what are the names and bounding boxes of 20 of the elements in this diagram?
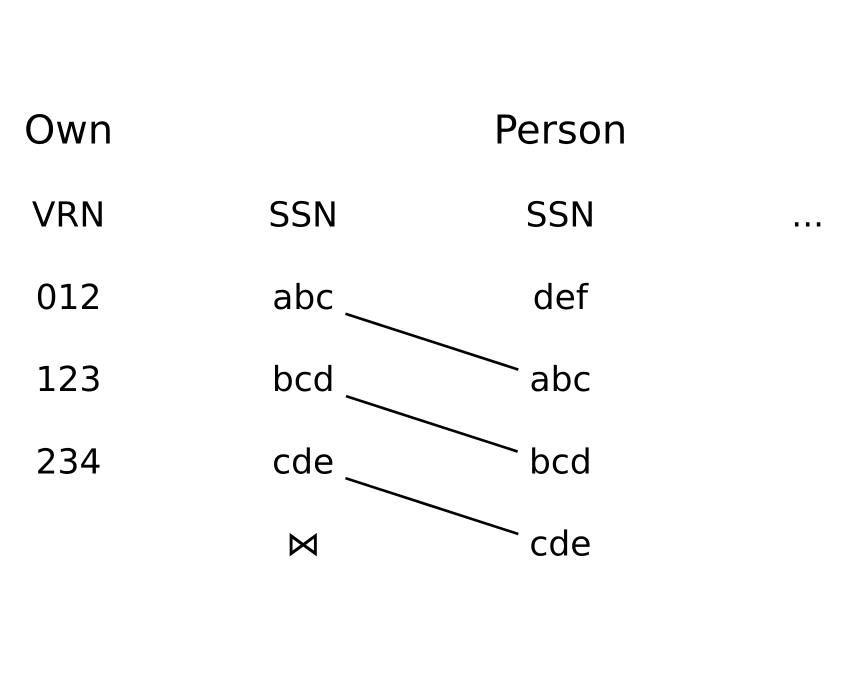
- node-text: cde: [272, 442, 334, 482]
- label: SSN: [526, 195, 596, 236]
- label: 234: [36, 442, 102, 482]
- label: Own: [24, 106, 114, 153]
- label: SSN: [268, 195, 338, 236]
- node-text: abc: [272, 277, 334, 318]
- label: VRN: [32, 195, 106, 236]
- connector: [345, 476, 519, 535]
- node-text: bcd: [272, 360, 335, 400]
- node-text: abc: [529, 360, 592, 400]
- node-text: cde: [529, 524, 592, 564]
- connector: [346, 394, 518, 452]
- label: ...: [791, 195, 824, 236]
- label: Person: [494, 106, 628, 153]
- node-text: bcd: [529, 442, 592, 482]
- label: 123: [36, 360, 102, 400]
- label: ⋈: [286, 524, 320, 564]
- label: 012: [36, 277, 102, 318]
- connector: [345, 312, 519, 370]
- node-text: def: [532, 277, 588, 318]
